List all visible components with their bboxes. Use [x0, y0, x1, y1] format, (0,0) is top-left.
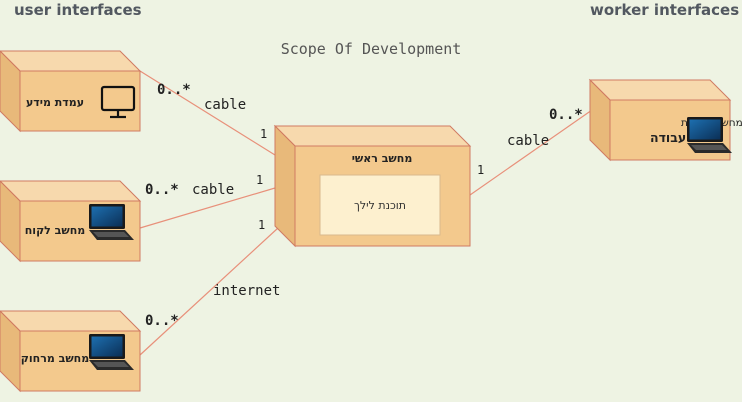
multiplicity-label: 1 [258, 218, 265, 232]
multiplicity-label: 0..* [157, 82, 191, 98]
node-remote-pc[interactable]: מחשב מרחוק [0, 310, 142, 393]
node-label: מחשב מרחוק [21, 352, 89, 365]
diagram-title: Scope Of Development [281, 40, 462, 58]
component-box[interactable] [319, 174, 441, 236]
connectors [139, 70, 593, 356]
node-workstation[interactable]: מחשב בתחנת עבודה [588, 78, 742, 162]
connector-remote-pc[interactable] [139, 227, 279, 356]
laptop-icon [687, 117, 732, 153]
laptop-icon [89, 334, 134, 370]
node-label: מחשב ראשי [352, 152, 413, 165]
node-label: עמדת מידע [26, 96, 84, 109]
connector-label: cable [507, 133, 549, 149]
node-label: מחשב לקוח [25, 224, 85, 237]
multiplicity-label: 0..* [145, 182, 179, 198]
connector-workstation[interactable] [469, 109, 593, 196]
worker-interfaces-header: worker interfaces [590, 1, 740, 19]
multiplicity-label: 0..* [145, 313, 179, 329]
node-info-kiosk[interactable]: עמדת מידע [0, 50, 142, 133]
connector-customer-pc[interactable] [139, 187, 276, 229]
connector-info-kiosk[interactable] [139, 70, 276, 156]
monitor-outline-icon [100, 85, 136, 119]
node-label-line2: עבודה [650, 130, 686, 145]
node-main-server[interactable]: מחשב ראשי תוכנת לילך [273, 124, 472, 248]
component-label: תוכנת לילך [354, 199, 406, 212]
connector-label: cable [204, 97, 246, 113]
multiplicity-label: 1 [256, 173, 263, 187]
connector-label: internet [213, 283, 280, 299]
multiplicity-label: 1 [260, 127, 267, 141]
user-interfaces-header: user interfaces [14, 1, 142, 19]
laptop-icon [89, 204, 134, 240]
node-customer-pc[interactable]: מחשב לקוח [0, 180, 142, 263]
connector-label: cable [192, 182, 234, 198]
multiplicity-label: 1 [477, 163, 484, 177]
multiplicity-label: 0..* [549, 107, 583, 123]
